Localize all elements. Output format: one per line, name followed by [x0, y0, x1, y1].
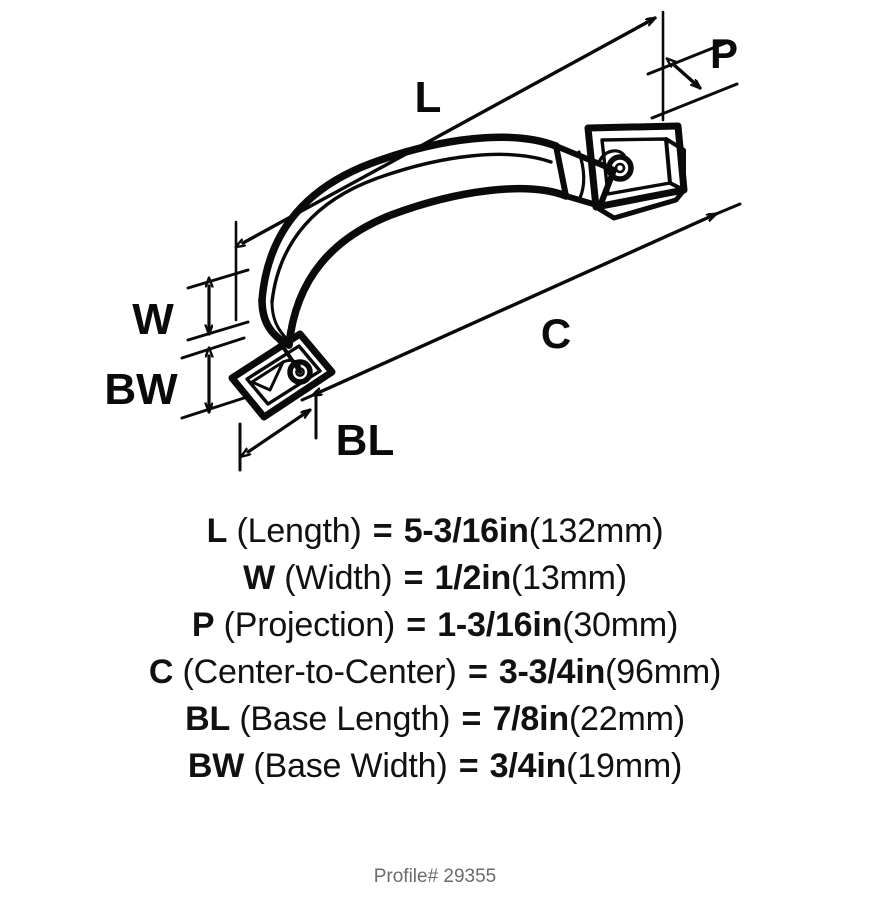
spec-name: (Base Length) — [239, 700, 451, 738]
BL-arrow — [248, 408, 310, 452]
spec-row-projection: P (Projection) = 1-3/16in(30mm) — [0, 602, 870, 649]
spec-imperial-value: 1-3/16in — [437, 606, 563, 644]
spec-metric-value: (13mm) — [511, 559, 627, 597]
spec-metric-value: (22mm) — [568, 700, 685, 738]
spec-imperial-value: 1/2in — [434, 559, 512, 597]
spec-equals: = — [403, 559, 424, 597]
dimension-label-W: W — [132, 295, 174, 344]
spec-equals: = — [458, 747, 479, 785]
W-tick-upper — [186, 268, 250, 290]
profile-number-caption: Profile# 29355 — [373, 866, 497, 887]
dimension-label-P: P — [710, 30, 738, 77]
spec-row-width: W (Width) = 1/2in(13mm) — [0, 555, 870, 602]
dimension-diagram: L P C W — [104, 10, 742, 472]
dimension-label-BW: BW — [104, 365, 178, 414]
spec-row-base-length: BL (Base Length) = 7/8in(22mm) — [0, 696, 870, 743]
dimension-BW — [180, 336, 246, 420]
dimension-label-BL: BL — [336, 416, 395, 465]
C-leader-right — [714, 202, 742, 216]
spec-name: (Width) — [284, 559, 393, 597]
dimension-W — [186, 268, 250, 342]
left-foot-screw-head — [287, 359, 313, 385]
spec-metric-value: (132mm) — [528, 512, 664, 550]
spec-equals: = — [461, 700, 482, 738]
spec-imperial-value: 3-3/4in — [498, 653, 606, 691]
spec-imperial-value: 3/4in — [489, 747, 567, 785]
spec-imperial-value: 7/8in — [492, 700, 569, 738]
spec-row-length: L (Length) = 5-3/16in(132mm) — [0, 508, 870, 555]
dimension-P — [646, 40, 739, 120]
spec-key: BL — [185, 700, 231, 738]
spec-name: (Center-to-Center) — [182, 653, 457, 691]
spec-equals: = — [406, 606, 426, 644]
spec-key: BW — [187, 747, 245, 785]
spec-name: (Base Width) — [253, 747, 448, 785]
left-foot-facet — [250, 360, 285, 392]
bar-left-cap-inner — [270, 300, 291, 343]
spec-metric-value: (19mm) — [566, 747, 683, 785]
spec-key: L — [206, 512, 228, 550]
handle-drawing: L P C W — [104, 10, 742, 472]
specification-list: L (Length) = 5-3/16in(132mm) W (Width) =… — [0, 508, 870, 790]
left-foot-screw-center — [295, 367, 305, 377]
C-arrow — [320, 212, 718, 392]
spec-key: P — [191, 606, 215, 644]
L-arrow — [243, 16, 657, 243]
spec-metric-value: (96mm) — [605, 653, 722, 691]
P-reference-lower — [650, 82, 739, 120]
spec-equals: = — [372, 512, 393, 550]
spec-name: (Projection) — [223, 606, 396, 644]
spec-row-base-width: BW (Base Width) = 3/4in(19mm) — [0, 743, 870, 790]
dimension-label-L: L — [415, 73, 442, 122]
spec-metric-value: (30mm) — [562, 606, 679, 644]
dimension-L — [236, 10, 665, 322]
dimension-BL — [238, 390, 318, 472]
spec-key: W — [243, 559, 275, 597]
P-arrow — [673, 64, 702, 90]
W-tick-lower — [186, 320, 250, 342]
spec-key: C — [148, 653, 174, 691]
spec-name: (Length) — [236, 512, 362, 550]
spec-row-center-to-center: C (Center-to-Center) = 3-3/4in(96mm) — [0, 649, 870, 696]
dimension-label-C: C — [541, 310, 571, 357]
spec-imperial-value: 5-3/16in — [403, 512, 529, 550]
spec-equals: = — [467, 653, 488, 691]
